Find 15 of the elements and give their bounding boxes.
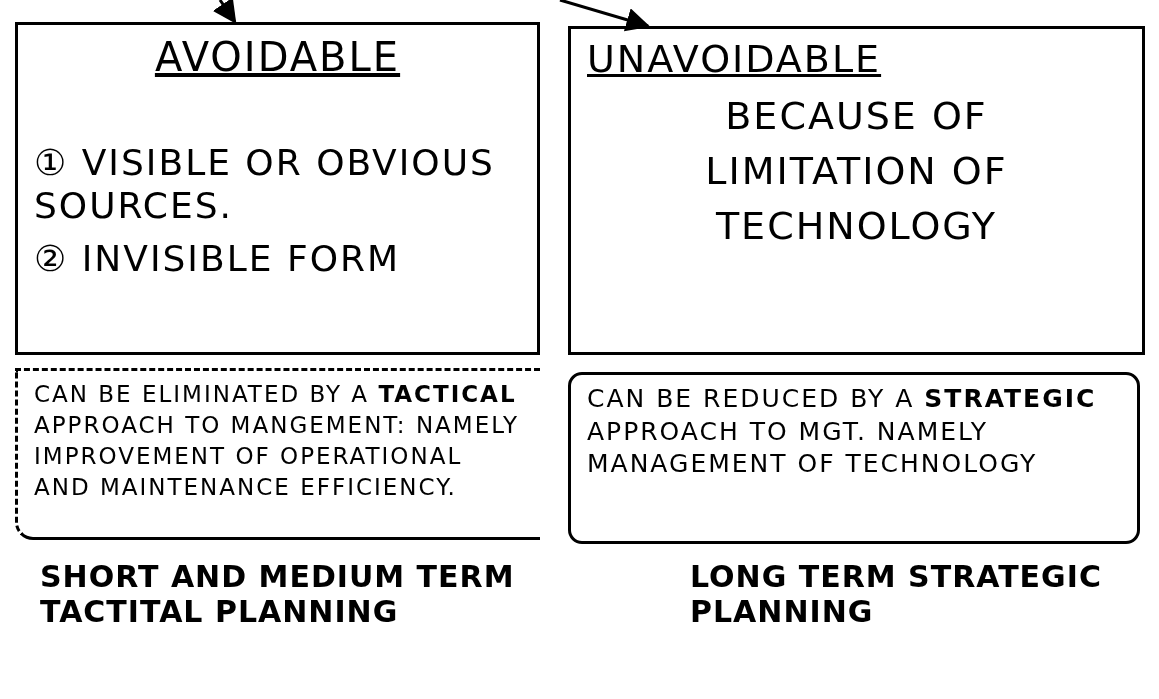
box-text: BECAUSE OF LIMITATION OF TECHNOLOGY	[704, 92, 1009, 250]
text-box	[568, 26, 1145, 355]
arrow	[559, 0, 651, 32]
planning-note: LONG TERM STRATEGIC PLANNING	[690, 560, 1103, 629]
box-text: ② INVISIBLE FORM	[34, 237, 402, 281]
arrow	[212, 0, 237, 24]
text-box	[568, 372, 1140, 544]
text-box	[15, 368, 540, 540]
text-box	[15, 22, 540, 355]
box-heading: UNAVOIDABLE	[587, 37, 883, 83]
box-text: CAN BE ELIMINATED BY A TACTICAL APPROACH TO MANGEMENT: NAMELY IMPROVEMENT OF OPERATIONAL AND MAINTENANCE EFFICIENCY.	[34, 380, 521, 503]
box-text: ① VISIBLE OR OBVIOUS SOURCES.	[34, 141, 496, 228]
box-heading: AVOIDABLE	[153, 33, 402, 81]
planning-note: SHORT AND MEDIUM TERM TACTITAL PLANNING	[40, 560, 516, 629]
box-text: CAN BE REDUCED BY A STRATEGIC APPROACH TO MGT. NAMELY MANAGEMENT OF TECHNOLOGY	[587, 383, 1098, 480]
